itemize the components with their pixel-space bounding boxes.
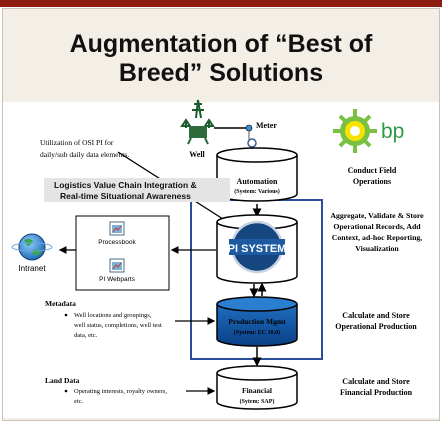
land-data-line-2: etc. — [74, 398, 84, 405]
osi-note-line-2: daily/sub daily data elements. — [40, 150, 129, 159]
production-sub-label: (System: EC 10.0) — [234, 329, 280, 336]
slide-title: Augmentation of “Best of Breed” Solution… — [0, 30, 442, 88]
land-data-line-1: Operating interests, royalty owners, — [74, 388, 167, 395]
land-data-title: Land Data — [45, 376, 80, 385]
automation-sub-label: (System: Various) — [234, 188, 280, 195]
webparts-label: PI Webparts — [99, 276, 135, 283]
metadata-line-1: Well locations and groupings, — [74, 312, 152, 319]
aggregate-line-4: Visualization — [355, 244, 399, 253]
automation-label: Automation — [237, 177, 278, 186]
osi-note-line-1: Utilization of OSI PI for — [40, 138, 114, 147]
financial-sub-label: (Sytem: SAP) — [240, 398, 275, 405]
field-ops-line-2: Operations — [353, 177, 391, 186]
logistics-line-2: Real-time Situational Awareness — [60, 191, 191, 201]
aggregate-line-1: Aggregate, Validate & Store — [330, 211, 424, 220]
intranet-globe-icon — [11, 233, 53, 261]
aggregate-line-2: Operational Records, Add — [333, 222, 421, 231]
aggregate-line-3: Context, ad-hoc Reporting, — [332, 233, 423, 242]
well-label: Well — [189, 150, 205, 159]
processbook-icon — [109, 221, 125, 236]
field-ops-line-1: Conduct Field — [348, 166, 397, 175]
calc-fin-line-1: Calculate and Store — [342, 377, 410, 386]
logistics-label-box — [44, 178, 230, 202]
pi-system-label: PI SYSTEM — [228, 243, 287, 255]
production-label: Production Mgmt — [228, 317, 286, 326]
title-line-2: Breed” Solutions — [118, 59, 324, 87]
automation-cylinder — [216, 147, 298, 202]
metadata-title: Metadata — [45, 299, 76, 308]
financial-cylinder — [216, 365, 298, 410]
metadata-line-2: well status, completions, well test — [74, 322, 162, 329]
meter-label: Meter — [256, 121, 277, 130]
intranet-label: Intranet — [18, 264, 46, 273]
pi-system-badge — [229, 220, 285, 274]
calc-oper-line-2: Operational Production — [335, 322, 417, 331]
production-mgmt-cylinder — [216, 296, 298, 347]
bp-logo-icon — [333, 109, 377, 153]
processbook-label: Processbook — [98, 239, 136, 246]
calc-oper-line-1: Calculate and Store — [342, 311, 410, 320]
webparts-icon — [109, 258, 125, 273]
title-line-1: Augmentation of “Best of — [69, 30, 373, 58]
top-accent-bar — [0, 0, 442, 7]
bp-logo-text: bp — [381, 120, 404, 143]
metadata-bullet — [64, 313, 68, 317]
calc-fin-line-2: Financial Production — [340, 388, 413, 397]
well-icon — [180, 99, 215, 145]
financial-label: Financial — [242, 386, 272, 395]
land-data-bullet — [64, 389, 68, 393]
logistics-line-1: Logistics Value Chain Integration & — [54, 180, 197, 190]
metadata-line-3: data, etc. — [74, 332, 98, 339]
meter-icon — [214, 124, 257, 148]
